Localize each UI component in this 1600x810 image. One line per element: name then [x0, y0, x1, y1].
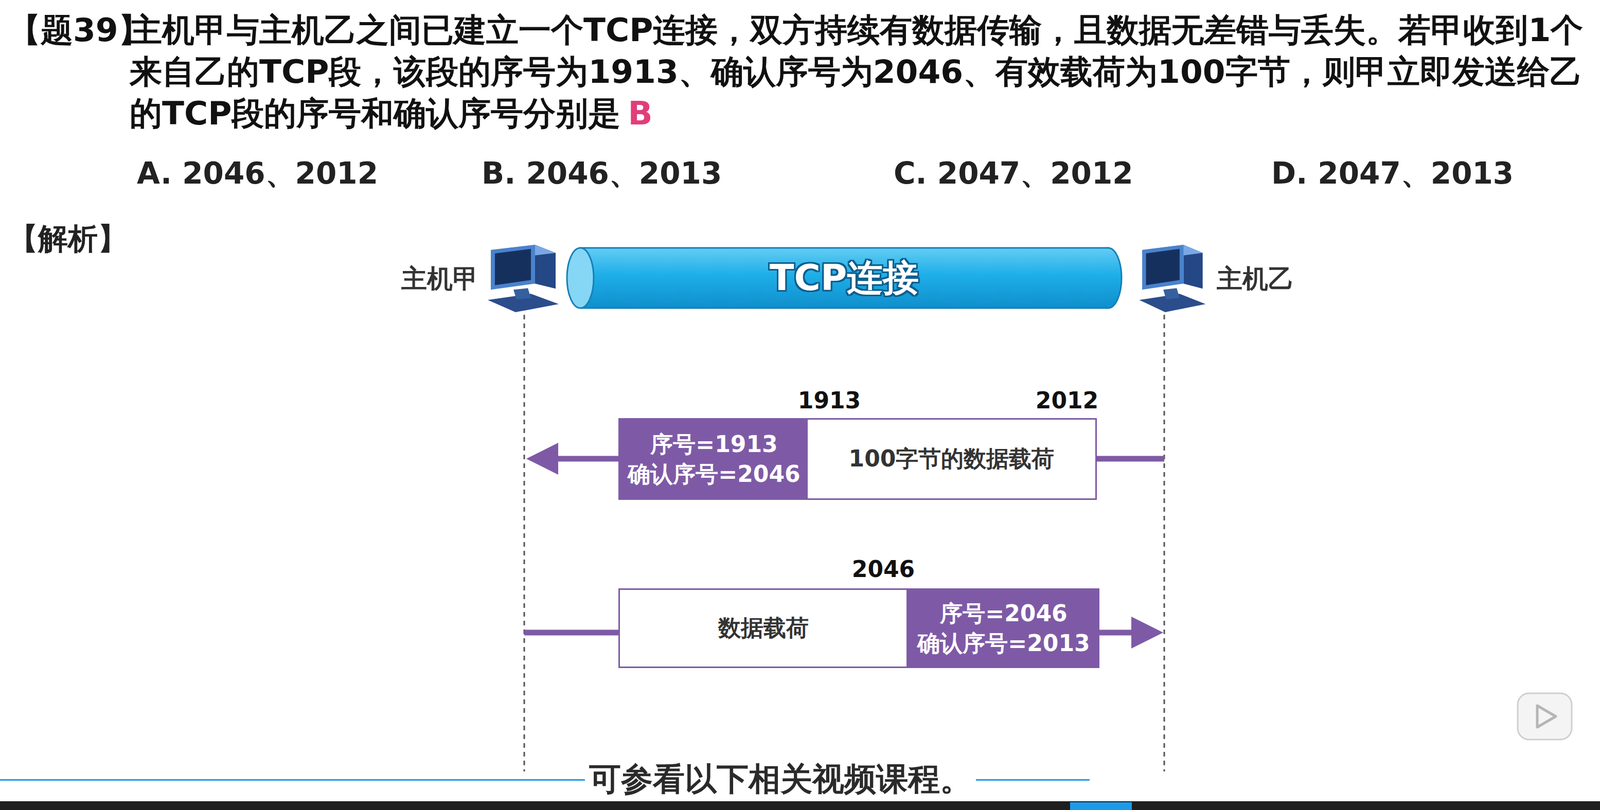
host-label-wrap: 主机甲: [401, 261, 479, 296]
header-field: 序号=2046: [917, 598, 1090, 629]
progress-thumb: [1070, 802, 1132, 810]
node-text-wrap: 100字节的数据载荷: [848, 443, 1055, 475]
header-field: 序号=1913: [627, 429, 800, 459]
label-wrap: 【题39】: [8, 9, 151, 51]
label-wrap: 2012: [1035, 387, 1099, 415]
payload-label: 数据载荷: [718, 613, 809, 644]
host-label-wrap: 主机乙: [1216, 261, 1294, 296]
node-text-wrap: TCP连接: [769, 254, 919, 303]
timeline: [1163, 314, 1166, 772]
tcp-connection-pipe: TCP连接: [565, 246, 1123, 310]
label-wrap: D. 2047、2013: [1271, 155, 1514, 192]
option: B. 2046、2013: [481, 155, 722, 192]
label-wrap: 可参看以下相关视频课程。: [584, 760, 976, 799]
payload-label: 100字节的数据载荷: [848, 443, 1055, 475]
analysis-heading: 【解析】: [8, 221, 128, 258]
computer-part: [494, 249, 531, 286]
segment-payload: 数据载荷: [618, 588, 909, 669]
timeline: [523, 314, 526, 772]
label-wrap: 1913: [797, 387, 861, 415]
arrow-head: [526, 442, 559, 475]
node-text-wrap: 序号=2046确认序号=2013: [917, 598, 1090, 658]
byte-number: 2012: [1035, 387, 1099, 415]
byte-number: 1913: [797, 387, 861, 415]
computer-icon: [1135, 242, 1208, 315]
label-wrap: C. 2047、2012: [893, 155, 1134, 192]
play-button: [1517, 693, 1572, 740]
question-paragraph: 主机甲与主机乙之间已建立一个TCP连接，双方持续有数据传输，且数据无差错与丢失。…: [129, 9, 1594, 135]
label-wrap: B. 2046、2013: [481, 155, 722, 192]
option: C. 2047、2012: [893, 155, 1134, 192]
arrow-head: [1131, 616, 1164, 649]
header-field: 确认序号=2046: [627, 459, 800, 489]
label-wrap: 2046: [851, 556, 915, 584]
player-bar: [0, 801, 1600, 810]
node-text-wrap: 数据载荷: [718, 613, 809, 644]
segment-payload: 100字节的数据载荷: [806, 418, 1097, 501]
pipe-end: [566, 247, 594, 309]
node-text-wrap: 序号=1913确认序号=2046: [627, 429, 800, 489]
computer-part: [490, 244, 536, 290]
option: A. 2046、2012: [136, 155, 379, 192]
question-text: 主机甲与主机乙之间已建立一个TCP连接，双方持续有数据传输，且数据无差错与丢失。…: [129, 11, 1584, 133]
label-wrap: A. 2046、2012: [136, 155, 379, 192]
segment-header: 序号=1913确认序号=2046: [618, 418, 810, 501]
answer-mark: B: [627, 94, 653, 133]
question-number: 【题39】: [8, 9, 151, 51]
computer-part: [1146, 249, 1180, 286]
host-computer: 主机乙: [1135, 242, 1208, 315]
computer-part: [513, 288, 531, 300]
host-computer: 主机甲: [483, 242, 561, 315]
pipe-body: [580, 247, 1109, 309]
host-name: 主机甲: [401, 261, 479, 296]
segment-header: 序号=2046确认序号=2013: [908, 588, 1100, 669]
computer-part: [1163, 288, 1180, 300]
computer-part: [1142, 244, 1184, 290]
computer-icon: [483, 242, 561, 315]
byte-number: 2046: [851, 556, 915, 584]
header-field: 确认序号=2013: [917, 628, 1090, 659]
option: D. 2047、2013: [1271, 155, 1514, 192]
host-name: 主机乙: [1216, 261, 1294, 296]
label-wrap: 【解析】: [8, 221, 128, 258]
connection-label: TCP连接: [769, 254, 919, 303]
video-subtitle: 可参看以下相关视频课程。: [584, 760, 976, 799]
